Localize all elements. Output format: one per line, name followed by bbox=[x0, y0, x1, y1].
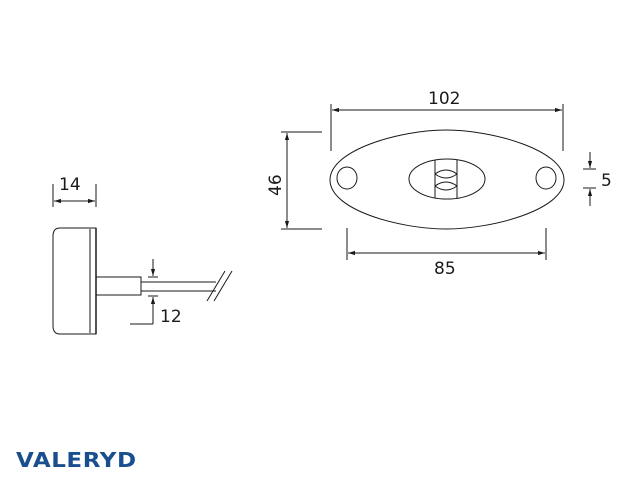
cable-diameter-dimension bbox=[130, 259, 158, 325]
height-label: 46 bbox=[266, 174, 286, 196]
mounting-hole-right bbox=[535, 166, 557, 190]
height-dimension bbox=[281, 131, 322, 230]
valeryd-logo: VALERYD bbox=[16, 448, 137, 472]
mounting-hole-left bbox=[336, 166, 358, 190]
cable-diameter-label: 12 bbox=[160, 307, 182, 327]
cable-break-mark bbox=[206, 270, 226, 302]
led-element-lower bbox=[434, 181, 458, 191]
cable-grommet bbox=[95, 276, 142, 296]
hole-spacing-dimension bbox=[346, 228, 547, 260]
led-element-upper bbox=[434, 169, 458, 179]
hole-diameter-dimension bbox=[583, 152, 596, 206]
front-view bbox=[281, 104, 596, 260]
overall-width-label: 102 bbox=[428, 89, 460, 109]
overall-width-dimension bbox=[330, 104, 564, 151]
led-lens bbox=[408, 158, 486, 200]
hole-spacing-label: 85 bbox=[434, 259, 456, 279]
depth-label: 14 bbox=[59, 175, 81, 195]
lamp-body-front bbox=[329, 129, 565, 230]
hole-diameter-label: 5 bbox=[601, 171, 612, 191]
lamp-body-side bbox=[52, 227, 97, 335]
side-view bbox=[52, 184, 233, 335]
depth-dimension bbox=[52, 184, 97, 207]
